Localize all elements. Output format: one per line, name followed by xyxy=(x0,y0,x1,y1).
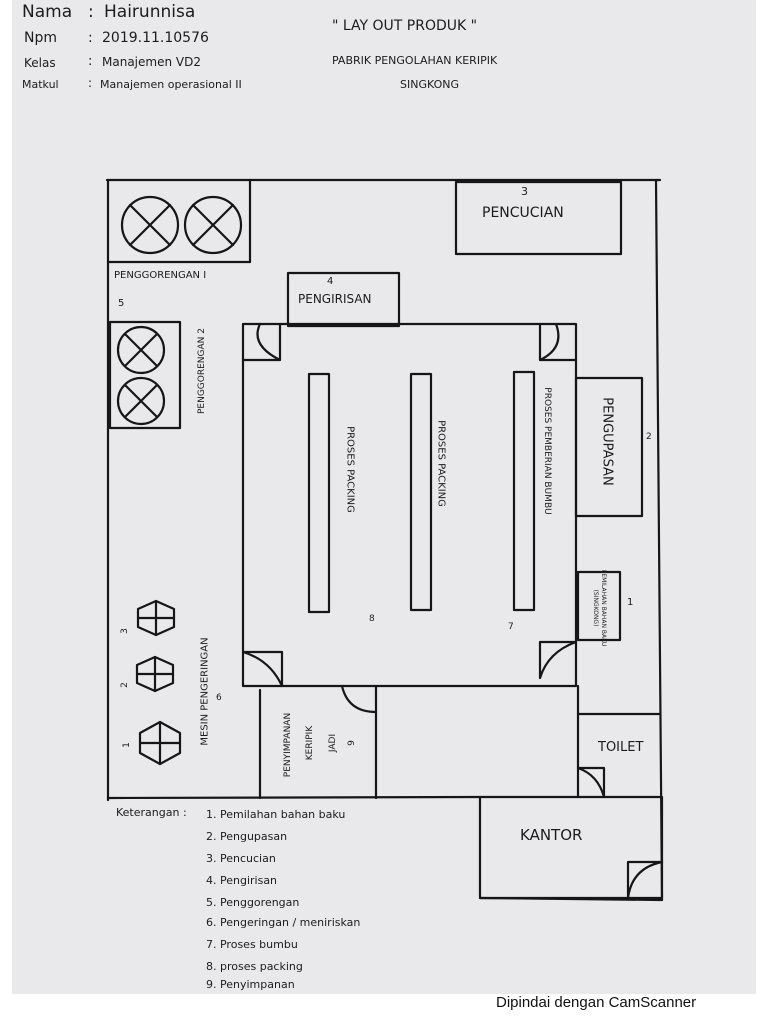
info-colon: : xyxy=(88,76,93,90)
toilet-label: TOILET xyxy=(598,740,644,755)
dryer-1-number: 1 xyxy=(121,742,132,748)
legend-item: 9. Penyimpanan xyxy=(206,978,295,991)
door-top-right xyxy=(538,322,578,362)
door-toilet xyxy=(576,766,606,799)
fryer-3-icon xyxy=(116,325,166,375)
pencucian-box xyxy=(454,180,623,256)
door-top-left xyxy=(241,322,282,362)
legend-item: 8. proses packing xyxy=(206,960,303,973)
info-value-nama: Hairunnisa xyxy=(104,2,196,22)
info-key-matkul: Matkul xyxy=(22,78,59,91)
proses-packing-2-label: PROSES PACKING xyxy=(435,420,447,507)
outer-wall-right xyxy=(654,178,664,902)
dryer-3-number: 3 xyxy=(119,628,130,634)
info-colon: : xyxy=(88,2,94,22)
legend-item: 7. Proses bumbu xyxy=(206,938,298,951)
penyimpanan-label-line1: PENYIMPANAN xyxy=(283,712,293,778)
proses-bumbu-label: PROSES PEMBERIAN BUMBU xyxy=(542,387,552,515)
penggorengan1-label: PENGGORENGAN I xyxy=(114,270,207,281)
mesin-number: 6 xyxy=(216,693,222,703)
fryer-4-icon xyxy=(116,376,166,426)
info-value-npm: 2019.11.10576 xyxy=(102,30,209,46)
page-subtitle-line2: SINGKONG xyxy=(400,78,460,91)
pengupasan-number: 2 xyxy=(646,432,652,442)
penggorengan2-label: PENGGORENGAN 2 xyxy=(197,328,207,415)
penggorengan2-box xyxy=(108,320,182,430)
info-value-kelas: Manajemen VD2 xyxy=(102,55,201,69)
mesin-pengeringan-label: MESIN PENGERINGAN xyxy=(199,637,211,746)
pemilahan-number: 1 xyxy=(627,597,634,608)
processing-area xyxy=(241,322,578,688)
penyimpanan-number: 9 xyxy=(346,740,357,746)
info-key-npm: Npm xyxy=(24,30,57,46)
fryer-1-icon xyxy=(120,195,180,255)
bumbu-number: 7 xyxy=(508,622,514,632)
door-penyimpanan xyxy=(340,684,378,714)
proses-packing-1-label: PROSES PACKING xyxy=(344,426,356,513)
page-title: " LAY OUT PRODUK " xyxy=(332,18,478,34)
legend-item: 1. Pemilahan bahan baku xyxy=(206,808,346,821)
pemilahan-box xyxy=(576,570,622,642)
outer-wall-bottom-left xyxy=(106,795,482,800)
penyimpanan-label-line3: JADI xyxy=(328,733,338,753)
packing-number: 8 xyxy=(369,614,375,624)
bumbu-table xyxy=(512,370,536,612)
legend-item: 2. Pengupasan xyxy=(206,830,288,843)
legend-item: 3. Pencucian xyxy=(206,852,276,865)
page-subtitle-line1: PABRIK PENGOLAHAN KERIPIK xyxy=(332,54,498,67)
door-bottom-left xyxy=(241,650,284,688)
legend-item: 6. Pengeringan / meniriskan xyxy=(206,916,361,929)
scanner-watermark: Dipindai dengan CamScanner xyxy=(496,994,697,1011)
info-key-nama: Nama xyxy=(22,2,73,22)
door-kantor xyxy=(626,860,664,900)
pengirisan-label: PENGIRISAN xyxy=(298,292,372,306)
info-key-kelas: Kelas xyxy=(24,56,56,70)
info-colon: : xyxy=(88,54,93,69)
pengirisan-number: 4 xyxy=(327,276,334,287)
legend-title: Keterangan : xyxy=(116,806,187,819)
penggorengan-number: 5 xyxy=(118,298,125,309)
pencucian-number: 3 xyxy=(521,185,528,198)
penyimpanan-label-line2: KERIPIK xyxy=(305,725,315,761)
pengupasan-box xyxy=(574,376,644,518)
packing-table-1 xyxy=(307,372,331,614)
dryer-2-number: 2 xyxy=(119,682,130,688)
pengupasan-label: PENGUPASAN xyxy=(599,397,615,486)
pencucian-label: PENCUCIAN xyxy=(482,205,564,221)
fryer-2-icon xyxy=(183,195,243,255)
legend-item: 4. Pengirisan xyxy=(206,874,278,887)
kantor-box xyxy=(478,795,664,900)
pemilahan-label: PEMILAHAN BAHAN BAKU (SINGKONG) xyxy=(592,569,607,647)
kantor-label: KANTOR xyxy=(520,826,583,844)
legend-item: 5. Penggorengan xyxy=(206,896,300,909)
info-value-matkul: Manajemen operasional II xyxy=(100,78,242,91)
info-colon: : xyxy=(88,30,93,46)
door-bottom-right xyxy=(538,640,578,680)
pengirisan-box xyxy=(286,271,401,328)
packing-table-2 xyxy=(409,372,433,612)
paper-sheet xyxy=(12,0,756,994)
